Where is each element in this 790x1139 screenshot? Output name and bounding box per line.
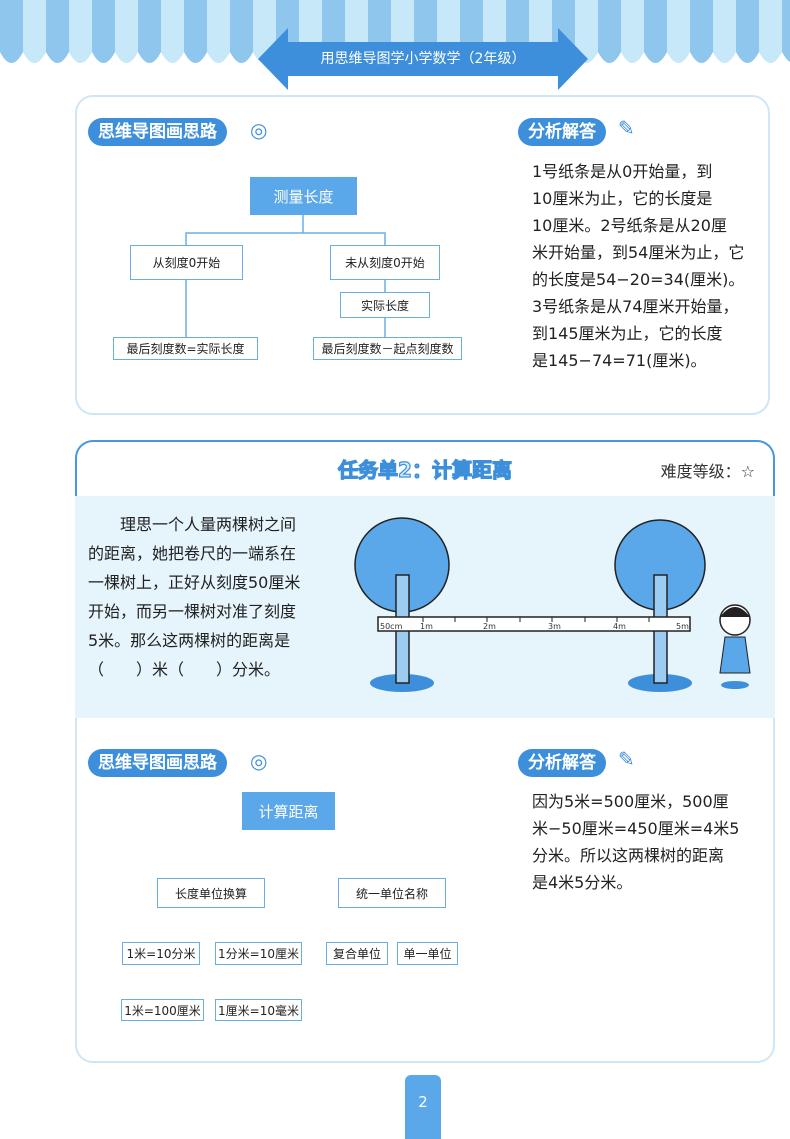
mindmap2-leaf: 复合单位	[326, 942, 388, 965]
problem-line: 开始，而另一棵树对准了刻度	[88, 602, 297, 621]
problem-line: 的距离，她把卷尺的一端系在	[88, 544, 297, 563]
target-icon: ◎	[250, 749, 268, 773]
mindmap-badge: 思维导图画思路	[88, 749, 227, 777]
problem-line: 5米。那么这两棵树的距离是	[88, 631, 291, 650]
mindmap2-leaf: 单一单位	[397, 942, 458, 965]
mindmap2-root: 计算距离	[242, 792, 335, 830]
task-title: 任务单2：计算距离	[337, 457, 512, 482]
mindmap2-leaf: 1米=10分米	[122, 942, 200, 965]
analysis-line: 1号纸条是从0开始量，到	[532, 162, 713, 181]
analysis-line: 分米。所以这两棵树的距离	[532, 846, 725, 865]
analysis-badge: 分析解答	[518, 118, 606, 146]
analysis-line: 因为5米=500厘米，500厘	[532, 792, 729, 811]
mindmap2-left: 长度单位换算	[157, 878, 265, 908]
pencil-icon: ✎	[618, 116, 635, 140]
problem-line: 一棵树上，正好从刻度50厘米	[88, 573, 301, 592]
ruler-label: 1m	[420, 622, 433, 631]
mindmap1-right-leaf: 最后刻度数－起点刻度数	[313, 337, 462, 360]
mindmap1-right: 未从刻度0开始	[330, 245, 440, 280]
analysis-line: 到145厘米为止，它的长度	[532, 324, 723, 343]
tree-right-icon	[614, 519, 706, 684]
pencil-icon: ✎	[618, 747, 635, 771]
analysis-line: 10厘米为止，它的长度是	[532, 189, 713, 208]
problem-line: （ ）米（ ）分米。	[88, 660, 281, 679]
mindmap2-leaf: 1厘米=10毫米	[215, 999, 302, 1021]
mindmap1-right-mid: 实际长度	[340, 292, 430, 318]
trees-illustration: 50cm 1m 2m 3m 4m 5m	[354, 517, 751, 692]
ruler-label: 2m	[483, 622, 496, 631]
page-number: 2	[405, 1075, 441, 1139]
analysis-line: 是4米5分米。	[532, 873, 633, 892]
analysis-line: 3号纸条是从74厘米开始量，	[532, 297, 739, 316]
difficulty-level: 难度等级：☆	[660, 462, 755, 481]
mindmap2-leaf: 1米=100厘米	[121, 999, 204, 1021]
analysis-line: 的长度是54−20=34(厘米)。	[532, 270, 745, 289]
analysis-line: 米−50厘米=450厘米=4米5	[532, 819, 740, 838]
book-title-banner: 用思维导图学小学数学（2年级）	[258, 28, 588, 90]
tape-measure: 50cm 1m 2m 3m 4m 5m	[377, 616, 691, 632]
ruler-label: 4m	[613, 622, 626, 631]
mindmap2-right: 统一单位名称	[338, 878, 446, 908]
analysis1-text: 1号纸条是从0开始量，到 10厘米为止，它的长度是 10厘米。2号纸条是从20厘…	[532, 158, 744, 374]
girl-icon	[719, 604, 751, 689]
problem-text: 理思一个人量两棵树之间 的距离，她把卷尺的一端系在 一棵树上，正好从刻度50厘米…	[88, 510, 338, 684]
analysis-line: 米开始量，到54厘米为止，它	[532, 243, 745, 262]
mindmap-badge: 思维导图画思路	[88, 118, 227, 146]
mindmap1-root: 测量长度	[250, 177, 357, 215]
target-icon: ◎	[250, 118, 268, 142]
problem-line: 理思一个人量两棵树之间	[88, 515, 297, 534]
book-title: 用思维导图学小学数学（2年级）	[320, 51, 526, 67]
ruler-label: 50cm	[380, 622, 403, 631]
tree-left-icon	[354, 517, 450, 684]
analysis-line: 是145−74=71(厘米)。	[532, 351, 707, 370]
mindmap2-leaf: 1分米=10厘米	[215, 942, 302, 965]
analysis2-text: 因为5米=500厘米，500厘 米−50厘米=450厘米=4米5 分米。所以这两…	[532, 788, 739, 896]
mindmap1-left-leaf: 最后刻度数=实际长度	[113, 337, 258, 360]
mindmap1-left: 从刻度0开始	[130, 245, 243, 280]
task-header: 任务单2：计算距离 难度等级：☆	[75, 440, 775, 496]
ruler-label: 5m	[676, 622, 689, 631]
analysis-badge: 分析解答	[518, 749, 606, 777]
ruler-label: 3m	[548, 622, 561, 631]
analysis-line: 10厘米。2号纸条是从20厘	[532, 216, 727, 235]
